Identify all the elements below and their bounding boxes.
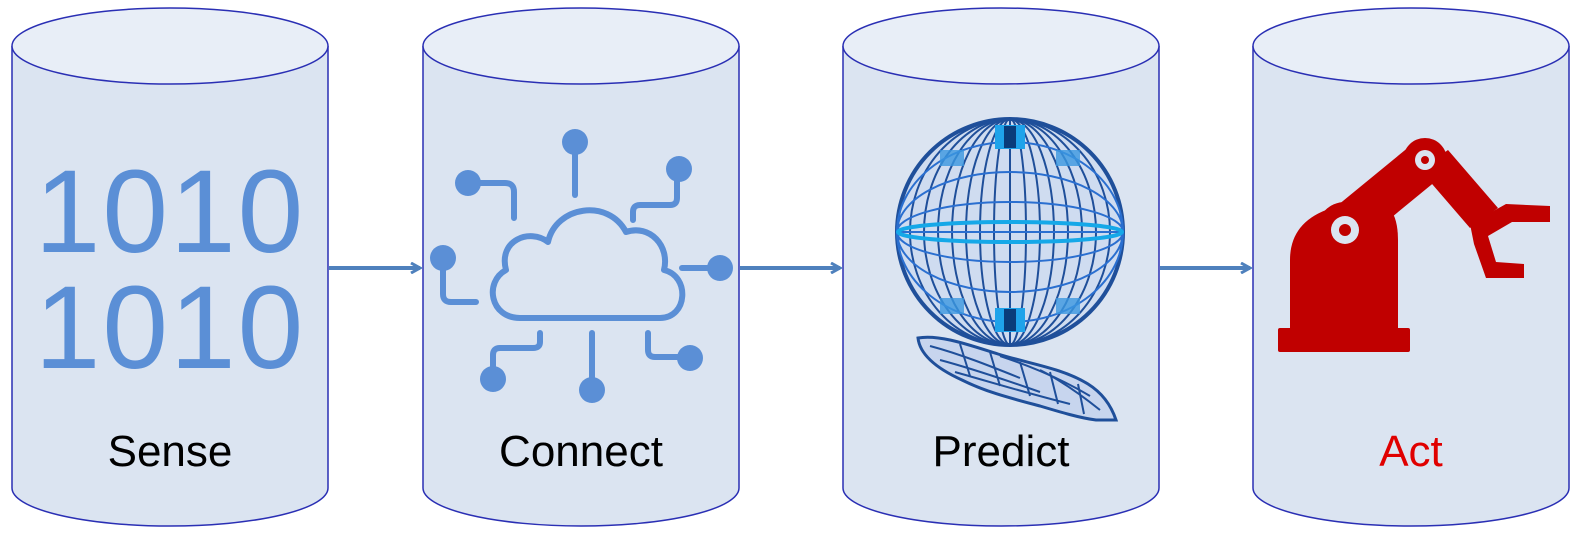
cylinder-predict: Predict	[842, 7, 1160, 527]
stage-label-predict: Predict	[933, 427, 1070, 476]
hand-icon	[916, 335, 1119, 422]
tokamak-hand-icon	[895, 117, 1125, 422]
cylinder-act: Act	[1252, 7, 1570, 527]
stage-label-connect: Connect	[499, 427, 663, 476]
stage-label-sense: Sense	[108, 427, 233, 476]
tokamak-sphere-icon	[895, 117, 1125, 347]
binary-data-icon: 1010 1010	[35, 146, 306, 394]
cloud-network-icon	[430, 129, 733, 403]
robot-arm-icon	[1278, 138, 1550, 352]
binary-row-1: 1010	[35, 146, 306, 278]
stage-label-act: Act	[1379, 427, 1443, 476]
cylinder-connect: Connect	[422, 7, 740, 527]
cylinder-sense: 1010 1010 Sense	[11, 7, 329, 527]
binary-row-2: 1010	[35, 262, 306, 394]
